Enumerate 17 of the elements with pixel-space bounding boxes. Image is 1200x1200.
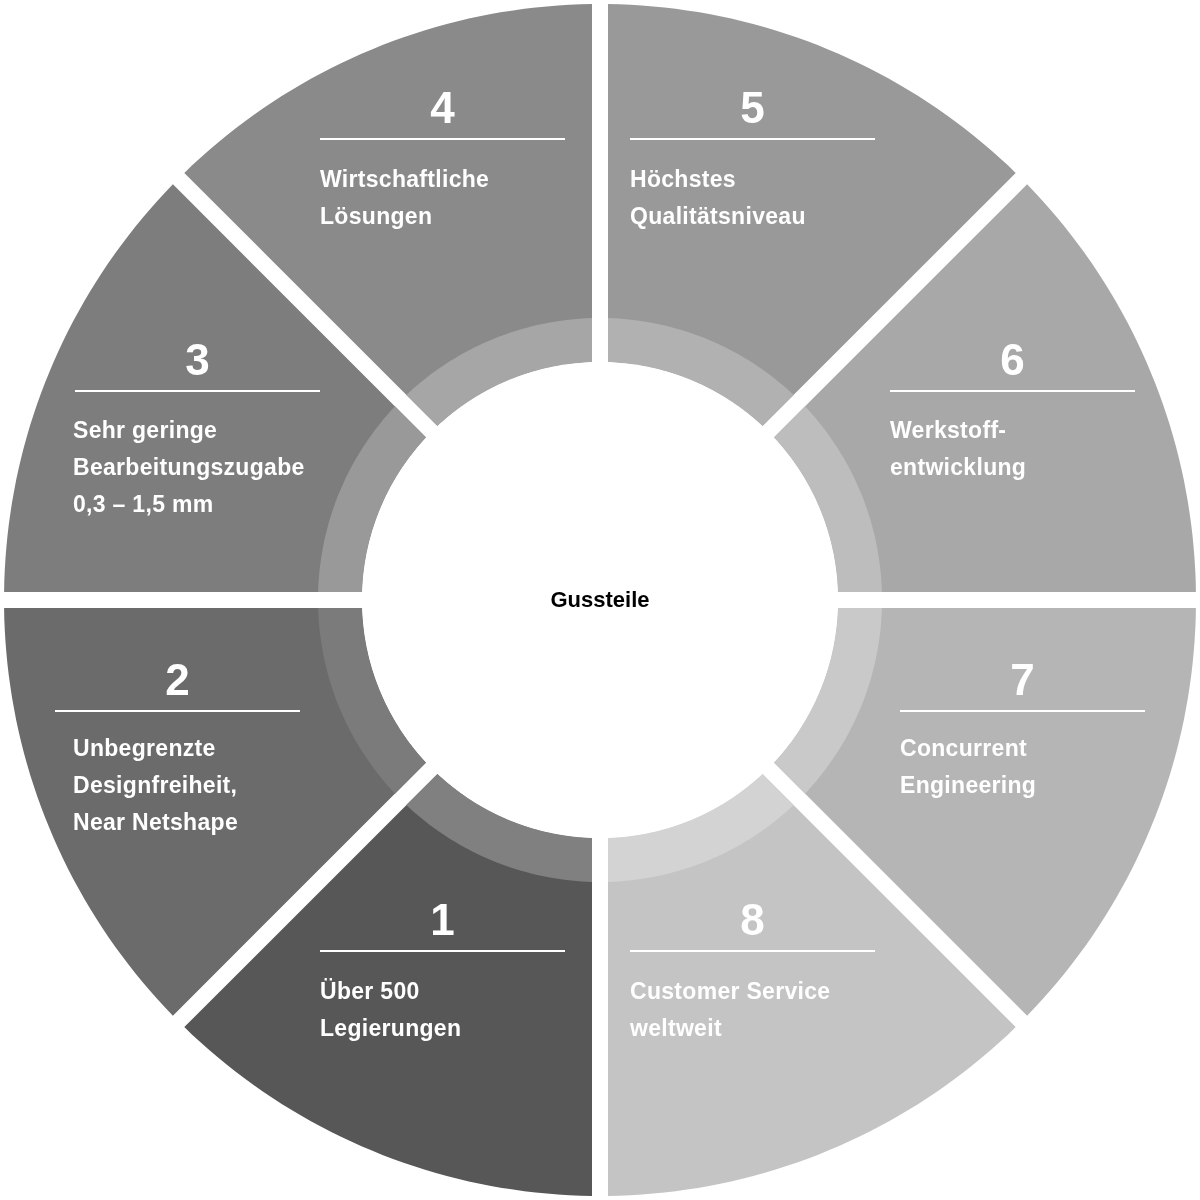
segment-number: 6 [890,330,1135,392]
segment-number: 7 [900,650,1145,712]
segment-number: 3 [75,330,320,392]
segment-number: 1 [320,890,565,952]
segment-text: Concurrent Engineering [900,734,1038,800]
segment-text: Customer Service weltweit [630,977,832,1043]
segment-text: Unbegrenzte Designfreiheit, Near Netshape [73,734,239,837]
segment-number: 5 [630,78,875,140]
segment-text: Wirtschaftliche Lösungen [320,165,491,231]
segment-number: 2 [55,650,300,712]
segment-text: Werkstoff- entwicklung [890,416,1028,482]
segment-text: Über 500 Legierungen [320,977,463,1043]
segment-number: 8 [630,890,875,952]
segment-text: Sehr geringe Bearbeitungszugabe 0,3 – 1,5 mm [73,416,306,519]
segment-text: Höchstes Qualitätsniveau [630,165,807,231]
segment-number: 4 [320,78,565,140]
center-label: Gussteile [550,587,650,613]
